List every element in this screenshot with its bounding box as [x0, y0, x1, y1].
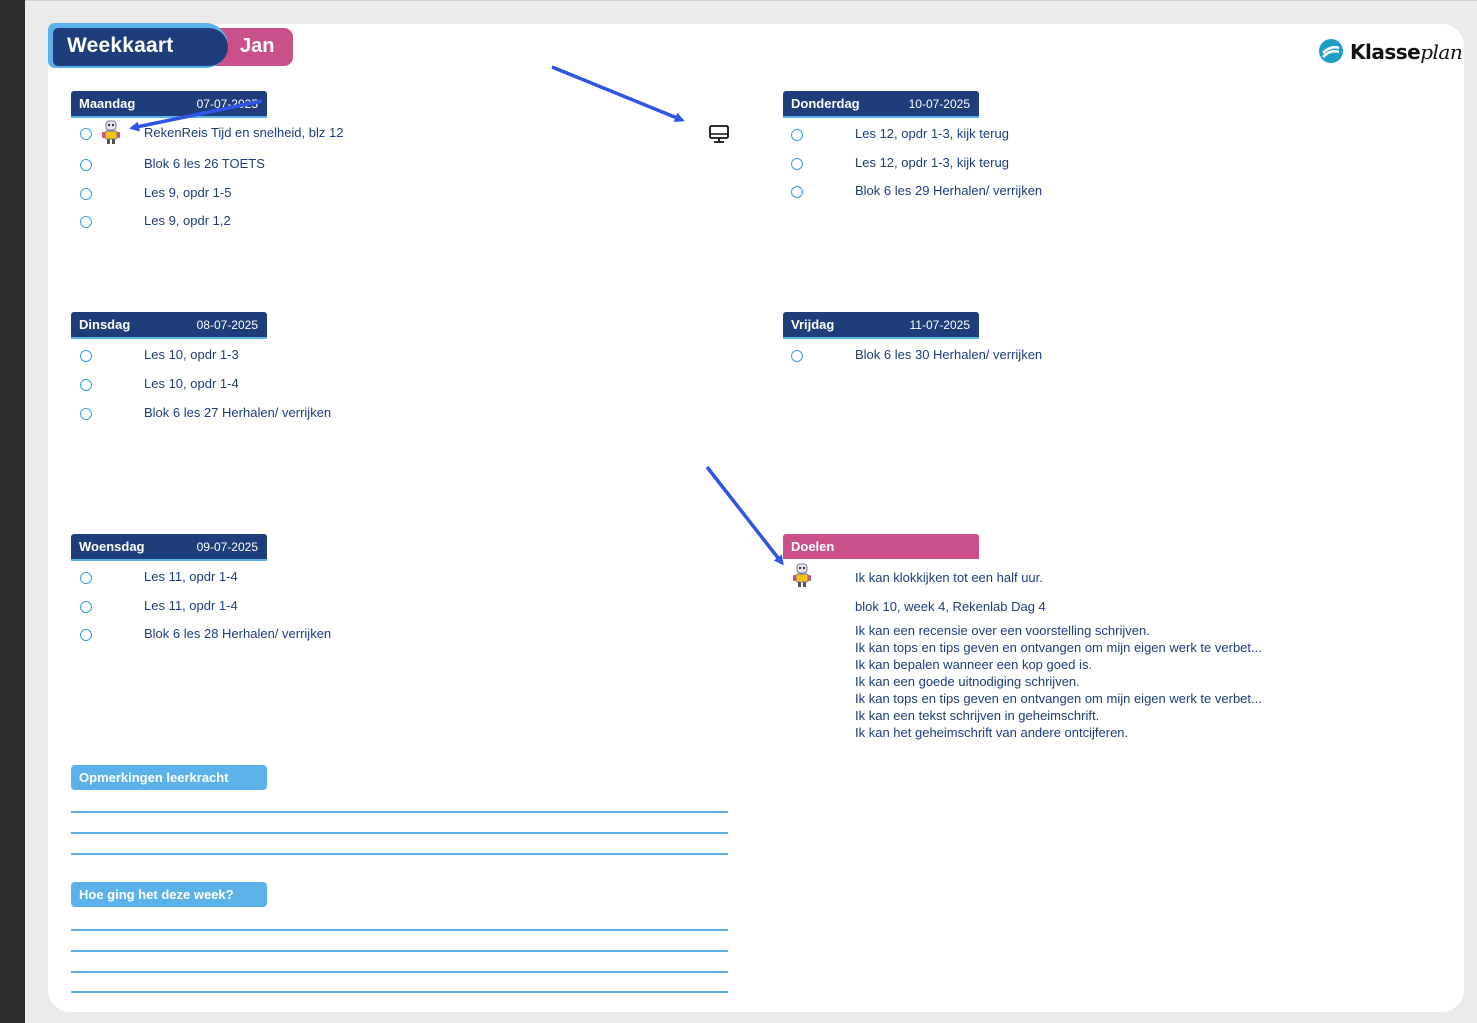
task-text: Les 11, opdr 1-4 [144, 569, 238, 584]
day-date: 08-07-2025 [196, 318, 258, 332]
day-header-donderdag: Donderdag 10-07-2025 [783, 91, 979, 118]
writing-line[interactable] [71, 991, 728, 993]
circle-checkbox-icon[interactable] [80, 572, 92, 584]
student-name: Jan [240, 35, 275, 57]
writing-line[interactable] [71, 929, 728, 931]
task-text: Blok 6 les 26 TOETS [144, 156, 265, 171]
remarks-title: Opmerkingen leerkracht [79, 770, 229, 785]
circle-checkbox-icon[interactable] [80, 216, 92, 228]
circle-checkbox-icon[interactable] [80, 350, 92, 362]
task-text: Les 12, opdr 1-3, kijk terug [855, 126, 1009, 141]
day-date: 09-07-2025 [196, 540, 258, 554]
day-header-dinsdag: Dinsdag 08-07-2025 [71, 312, 267, 339]
circle-checkbox-icon[interactable] [80, 629, 92, 641]
writing-line[interactable] [71, 853, 728, 855]
task-text: Les 9, opdr 1-5 [144, 185, 232, 200]
day-header-woensdag: Woensdag 09-07-2025 [71, 534, 267, 561]
task-text: Les 10, opdr 1-3 [144, 347, 239, 362]
circle-checkbox-icon[interactable] [80, 408, 92, 420]
title-tag-fill [53, 28, 228, 66]
monitor-icon[interactable] [708, 124, 730, 144]
goal-list-item: Ik kan een goede uitnodiging schrijven. [855, 674, 1080, 689]
circle-checkbox-icon[interactable] [80, 159, 92, 171]
day-header-maandag: Maandag 07-07-2025 [71, 91, 267, 118]
day-name: Woensdag [79, 539, 145, 554]
brand-logo: Klasseplan [1318, 36, 1463, 72]
writing-line[interactable] [71, 832, 728, 834]
day-date: 10-07-2025 [908, 97, 970, 111]
day-name: Dinsdag [79, 317, 131, 332]
writing-line[interactable] [71, 971, 728, 973]
circle-checkbox-icon[interactable] [80, 188, 92, 200]
robot-avatar-icon [793, 563, 811, 587]
top-divider [25, 0, 1477, 1]
day-date: 07-07-2025 [196, 97, 258, 111]
writing-line[interactable] [71, 950, 728, 952]
day-name: Maandag [79, 96, 136, 111]
day-name: Donderdag [791, 96, 860, 111]
remarks-header: Opmerkingen leerkracht [71, 765, 267, 790]
goal-list-item: Ik kan tops en tips geven en ontvangen o… [855, 640, 1262, 655]
goals-header: Doelen [783, 534, 979, 559]
task-text: Les 9, opdr 1,2 [144, 213, 231, 228]
week-reflection-header: Hoe ging het deze week? [71, 882, 267, 907]
goal-list: Ik kan een recensie over een voorstellin… [855, 622, 1262, 741]
brand-name: Klasseplan [1350, 40, 1463, 64]
goal-list-item: Ik kan tops en tips geven en ontvangen o… [855, 691, 1262, 706]
weekcard-page [48, 24, 1464, 1012]
task-text: RekenReis Tijd en snelheid, blz 12 [144, 125, 344, 140]
goal-list-item: Ik kan bepalen wanneer een kop goed is. [855, 657, 1093, 672]
robot-avatar-icon [102, 120, 120, 144]
goals-title: Doelen [791, 539, 835, 554]
circle-checkbox-icon[interactable] [791, 186, 803, 198]
day-header-vrijdag: Vrijdag 11-07-2025 [783, 312, 979, 339]
circle-checkbox-icon[interactable] [80, 379, 92, 391]
left-rail [0, 0, 25, 1023]
writing-line[interactable] [71, 811, 728, 813]
goal-list-item: Ik kan een recensie over een voorstellin… [855, 623, 1150, 638]
goal-list-item: Ik kan een tekst schrijven in geheimschr… [855, 708, 1100, 723]
brand-logo-icon [1319, 39, 1343, 63]
task-text: Blok 6 les 27 Herhalen/ verrijken [144, 405, 332, 420]
week-reflection-title: Hoe ging het deze week? [79, 887, 234, 902]
circle-checkbox-icon[interactable] [80, 128, 92, 140]
goal-list-item: Ik kan het geheimschrift van andere ontc… [855, 725, 1129, 740]
circle-checkbox-icon[interactable] [80, 601, 92, 613]
circle-checkbox-icon[interactable] [791, 158, 803, 170]
goal-item: blok 10, week 4, Rekenlab Dag 4 [855, 599, 1046, 614]
day-date: 11-07-2025 [909, 318, 971, 332]
task-text: Blok 6 les 28 Herhalen/ verrijken [144, 626, 332, 641]
circle-checkbox-icon[interactable] [791, 129, 803, 141]
page-title: Weekkaart [67, 34, 174, 57]
title-tag: Weekkaart Jan [48, 23, 294, 68]
task-text: Blok 6 les 29 Herhalen/ verrijken [855, 183, 1043, 198]
day-name: Vrijdag [791, 317, 835, 332]
task-text: Blok 6 les 30 Herhalen/ verrijken [855, 347, 1043, 362]
task-text: Les 12, opdr 1-3, kijk terug [855, 155, 1009, 170]
task-text: Les 10, opdr 1-4 [144, 376, 239, 391]
circle-checkbox-icon[interactable] [791, 350, 803, 362]
task-text: Les 11, opdr 1-4 [144, 598, 238, 613]
goal-item: Ik kan klokkijken tot een half uur. [855, 570, 1043, 585]
